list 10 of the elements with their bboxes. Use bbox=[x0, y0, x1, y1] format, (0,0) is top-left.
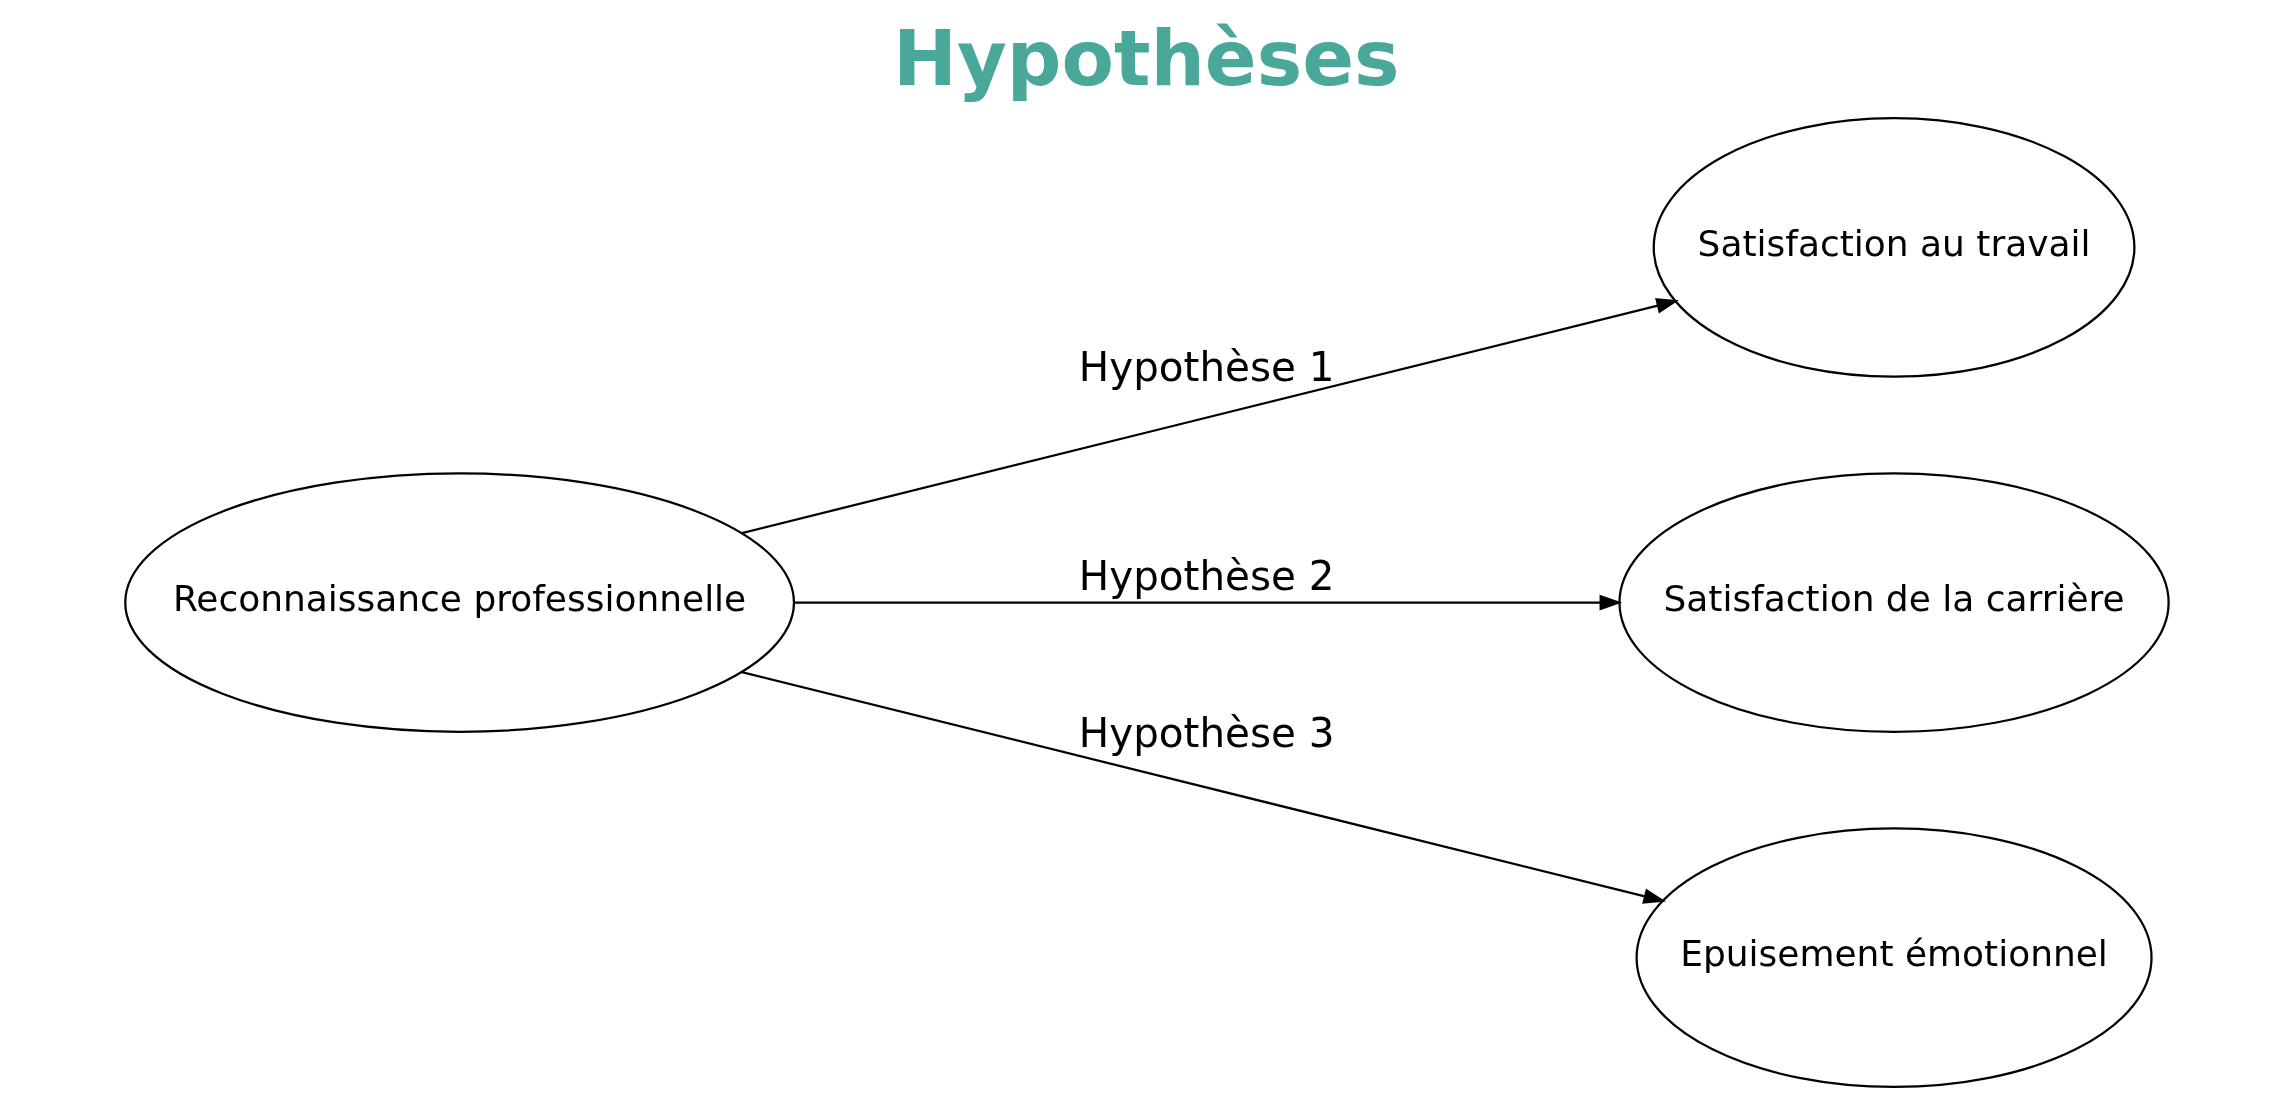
edge-label: Hypothèse 2 bbox=[1078, 551, 1334, 600]
node-ellipse: Satisfaction de la carrière bbox=[1617, 472, 2170, 733]
arrow bbox=[741, 298, 1679, 535]
diagram-title: Hypothèses bbox=[892, 13, 1399, 103]
arrow bbox=[793, 594, 1622, 611]
arrow bbox=[741, 671, 1666, 904]
edge-label: Hypothèse 1 bbox=[1078, 342, 1334, 391]
edge-label: Hypothèse 3 bbox=[1078, 709, 1334, 758]
node-ellipse: Epuisement émotionnel bbox=[1634, 827, 2153, 1089]
node-ellipse: Reconnaissance professionnelle bbox=[123, 472, 795, 733]
